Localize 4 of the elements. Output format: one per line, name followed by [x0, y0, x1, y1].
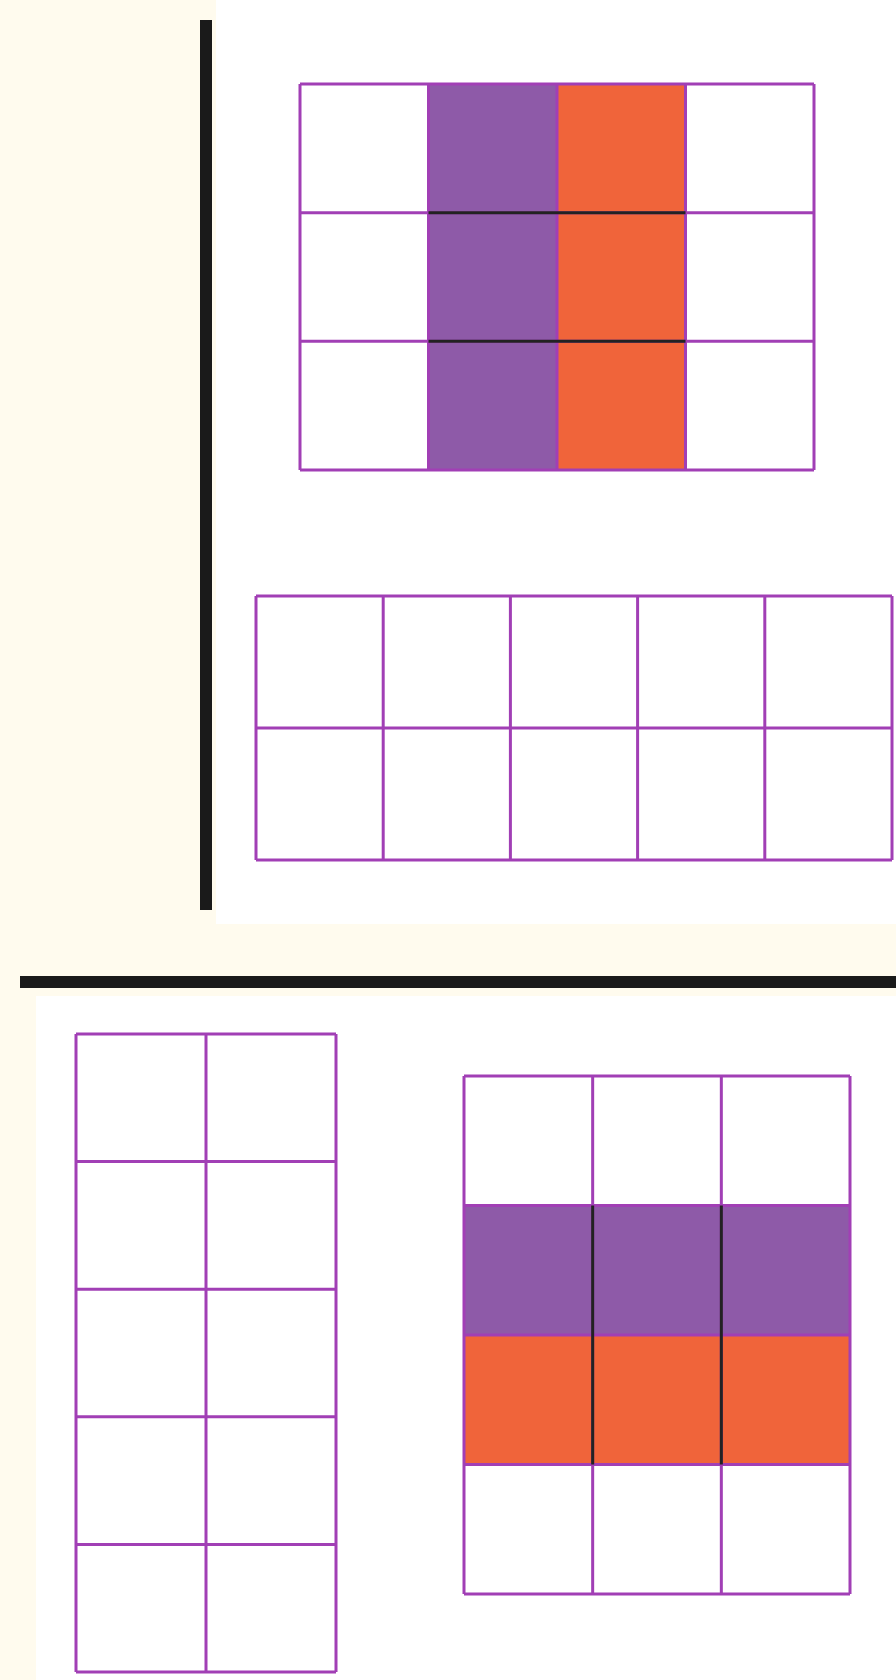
grid-drawing [462, 1074, 852, 1596]
grid-drawing [74, 1032, 338, 1674]
grid-drawing [254, 594, 894, 862]
grid-drawing [298, 82, 816, 472]
